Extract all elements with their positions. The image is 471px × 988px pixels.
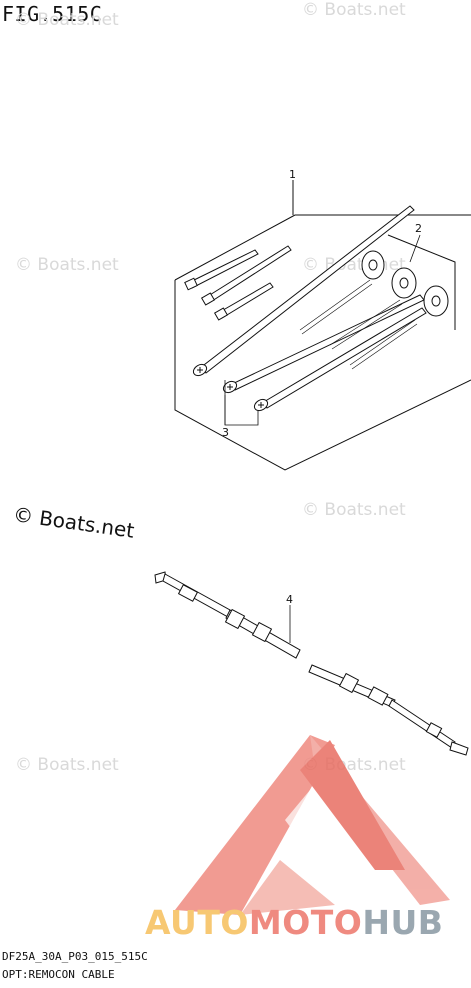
bolt-threads [299, 279, 418, 370]
callout-1: 1 [289, 168, 296, 181]
footer-caption: OPT:REMOCON CABLE [2, 968, 115, 981]
callout-4: 4 [286, 593, 293, 606]
grommets [361, 234, 456, 330]
logo-part-hub: HUB [362, 903, 444, 942]
watermark: © Boats.net [15, 255, 119, 275]
footer-code: DF25A_30A_P03_015_515C [2, 950, 148, 963]
logo-wordmark: AUTOMOTOHUB [145, 903, 443, 942]
callout-3: 3 [222, 426, 229, 439]
leader-lines [224, 234, 421, 643]
logo-triangle [175, 735, 450, 915]
logo-part-moto: MOTO [248, 903, 363, 942]
kit-box [174, 180, 471, 471]
figure-title: FIG.515C [2, 2, 103, 26]
callout-2: 2 [415, 222, 422, 235]
watermark: © Boats.net [302, 0, 406, 20]
cable-ties [184, 245, 292, 321]
watermark: © Boats.net [302, 500, 406, 520]
watermark: © Boats.net [15, 10, 119, 30]
bolt-long [192, 205, 427, 412]
watermark: © Boats.net [15, 755, 119, 775]
remocon-cable [154, 571, 469, 756]
logo-part-auto: AUTO [145, 903, 249, 942]
